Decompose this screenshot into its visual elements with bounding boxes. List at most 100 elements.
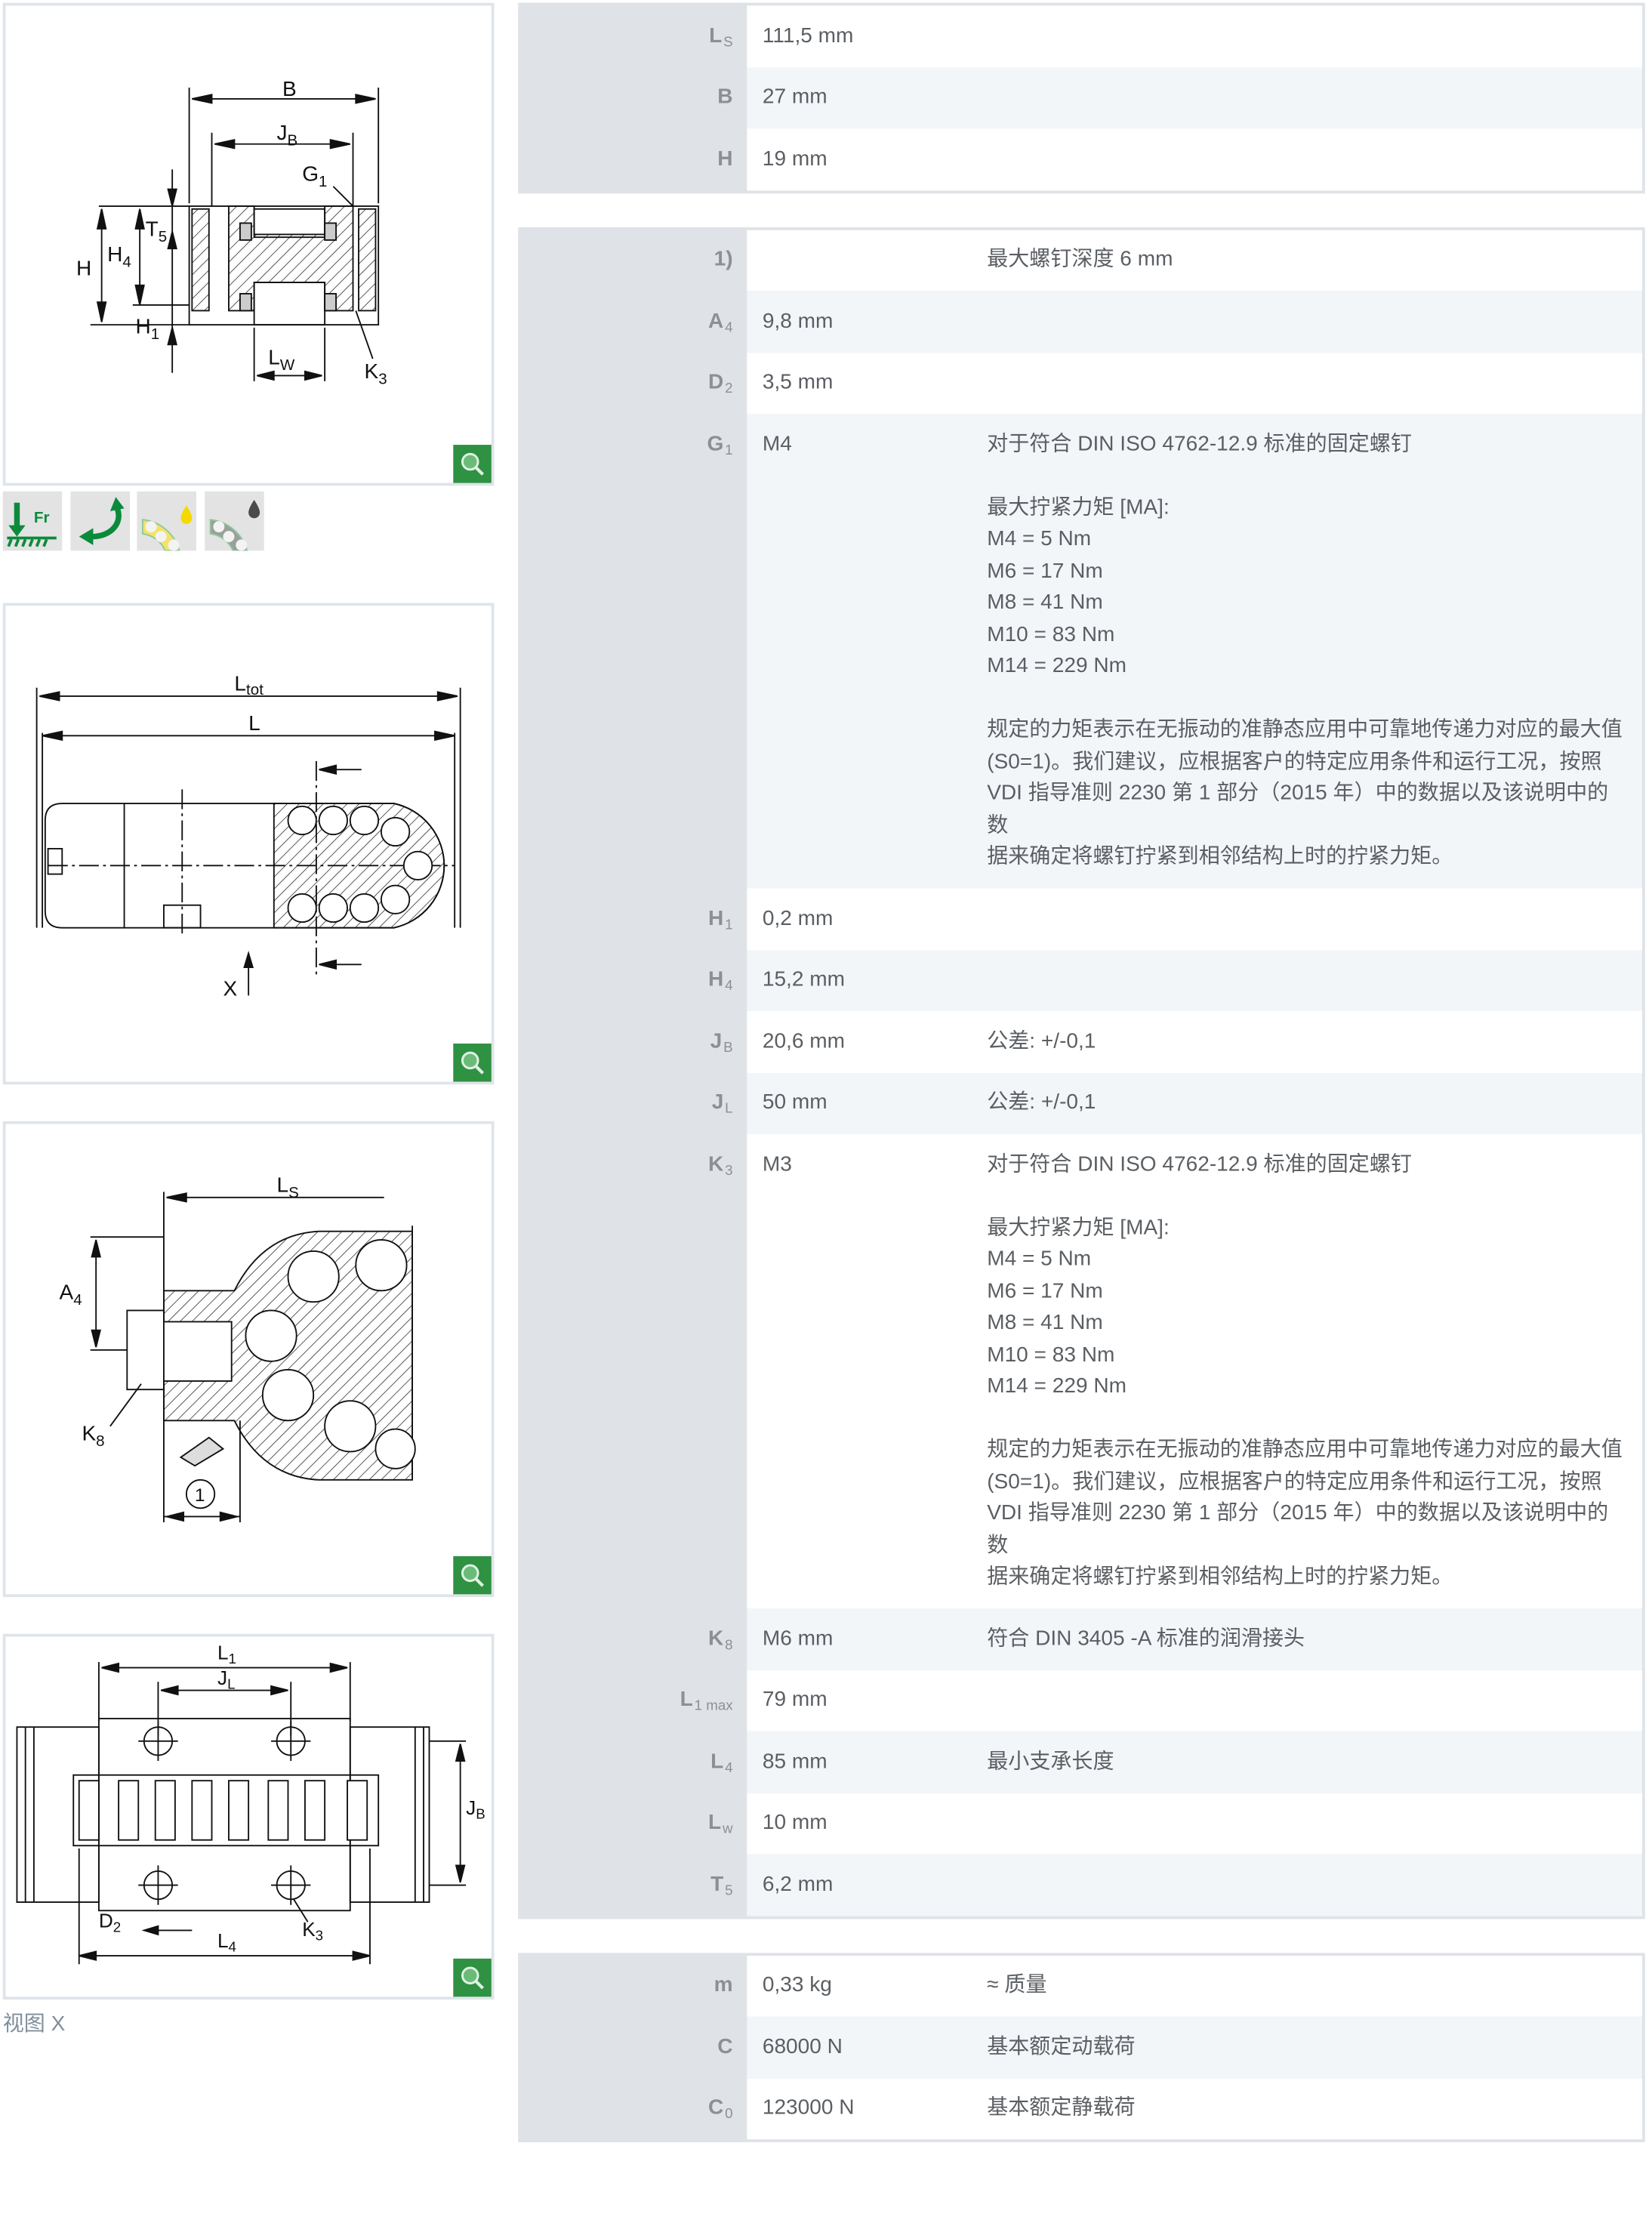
note-line: M10 = 83 Nm (987, 1342, 1115, 1367)
note-line: 最大拧紧力矩 [MA]: (987, 1215, 1170, 1240)
label-B: B (282, 77, 297, 100)
param-value: 20,6 mm (762, 1028, 845, 1053)
radial-load-label: Fr (34, 509, 50, 526)
label-H1: H1 (136, 314, 160, 342)
drawing-detail-view: LS A4 K8 1 (2, 1121, 495, 1598)
param-symbol: L (709, 23, 723, 48)
note-line: M8 = 41 Nm (987, 590, 1103, 615)
param-note (987, 67, 1642, 128)
note-line: M10 = 83 Nm (987, 621, 1115, 646)
param-symbol: B (717, 85, 733, 109)
note-line: M8 = 41 Nm (987, 1310, 1103, 1335)
drawing-view-x: L1 JL JB D2 L4 K3 (2, 1633, 495, 2000)
note-line: (S0=1)。我们建议，应根据客户的特定应用条件和运行工况，按照 (987, 1469, 1602, 1494)
param-note (987, 291, 1642, 352)
param-symbol: A (708, 308, 724, 333)
note-line (987, 1180, 1628, 1212)
param-subscript: L (725, 1101, 733, 1118)
table-row: 1)最大螺钉深度 6 mm (521, 229, 1642, 291)
param-note (987, 5, 1642, 66)
param-symbol: H (717, 146, 733, 171)
param-value: 85 mm (762, 1749, 828, 1773)
param-subscript: 4 (725, 978, 733, 994)
label-JL: JL (217, 1667, 236, 1692)
zoom-button-detail-view[interactable] (453, 1556, 492, 1595)
param-value: 50 mm (762, 1090, 828, 1115)
param-note: 对于符合 DIN ISO 4762-12.9 标准的固定螺钉最大拧紧力矩 [MA… (987, 1134, 1642, 1608)
note-line: M14 = 229 Nm (987, 1374, 1127, 1398)
param-note: 公差: +/-0,1 (987, 1072, 1642, 1133)
label-L: L (248, 711, 260, 735)
param-symbol: C (708, 2095, 724, 2120)
label-L4: L4 (217, 1929, 236, 1955)
zoom-button-cross-section[interactable] (453, 445, 492, 483)
param-value: 15,2 mm (762, 967, 845, 991)
param-value: 0,33 kg (762, 1972, 832, 1997)
note-line: 规定的力矩表示在无振动的准静态应用中可靠地传递力对应的最大值 (987, 1437, 1623, 1462)
param-subscript: 1 (725, 442, 733, 458)
param-symbol: H (708, 967, 724, 991)
callout-1: 1 (195, 1485, 205, 1506)
note-line: VDI 指导准则 2230 第 1 部分（2015 年）中的数据以及该说明中的数 (987, 1500, 1609, 1557)
note-line: 据来确定将螺钉拧紧到相邻结构上时的拧紧力矩。 (987, 1565, 1453, 1589)
note-line: 基本额定静载荷 (987, 2095, 1136, 2120)
param-note: 符合 DIN 3405 -A 标准的润滑接头 (987, 1608, 1642, 1670)
note-line: 最大螺钉深度 6 mm (987, 247, 1173, 272)
label-K3: K3 (302, 1918, 323, 1944)
param-note (987, 950, 1642, 1011)
note-line: (S0=1)。我们建议，应根据客户的特定应用条件和运行工况，按照 (987, 749, 1602, 773)
label-LW: LW (268, 345, 295, 373)
param-subscript: 0 (725, 2107, 733, 2123)
note-line (987, 1403, 1628, 1435)
note-line: VDI 指导准则 2230 第 1 部分（2015 年）中的数据以及该说明中的数 (987, 781, 1609, 837)
param-symbol: J (710, 1028, 723, 1053)
param-symbol: K (708, 1152, 724, 1176)
param-note: 最大螺钉深度 6 mm (987, 230, 1642, 291)
label-G1: G1 (302, 162, 327, 190)
zoom-button-view-x[interactable] (453, 1958, 492, 1997)
param-symbol: L (680, 1687, 693, 1712)
zoom-button-side-view[interactable] (453, 1044, 492, 1082)
param-value (747, 230, 987, 291)
grease-lubrication-icon (137, 491, 196, 552)
label-A4: A4 (60, 1280, 82, 1308)
note-line: 基本额定动载荷 (987, 2033, 1136, 2058)
magnifier-icon (461, 1051, 485, 1075)
magnifier-icon (461, 1966, 485, 1990)
label-JB: JB (277, 121, 298, 149)
param-note: 基本额定动载荷 (987, 2017, 1642, 2078)
param-value: 3,5 mm (762, 369, 834, 394)
param-value: 79 mm (762, 1687, 828, 1712)
param-note: 最小支承长度 (987, 1731, 1642, 1793)
param-subscript: 4 (725, 1760, 733, 1776)
param-note: 公差: +/-0,1 (987, 1011, 1642, 1072)
param-symbol: m (714, 1972, 733, 1997)
label-X: X (223, 976, 237, 1000)
note-line: M6 = 17 Nm (987, 1278, 1103, 1303)
view-x-caption: 视图 X (2, 2012, 66, 2037)
label-Ltot: Ltot (234, 671, 264, 698)
param-subscript: w (723, 1821, 733, 1838)
drawing-side-view: Ltot L X (2, 603, 495, 1085)
note-line: 公差: +/-0,1 (987, 1028, 1096, 1053)
note-line: 据来确定将螺钉拧紧到相邻结构上时的拧紧力矩。 (987, 844, 1453, 869)
param-label: B (521, 67, 747, 128)
param-value: M3 (762, 1152, 792, 1176)
drawing-cross-section: B JB G1 T5 H H4 H1 LW K3 (2, 2, 495, 486)
param-value: 10 mm (762, 1810, 828, 1835)
